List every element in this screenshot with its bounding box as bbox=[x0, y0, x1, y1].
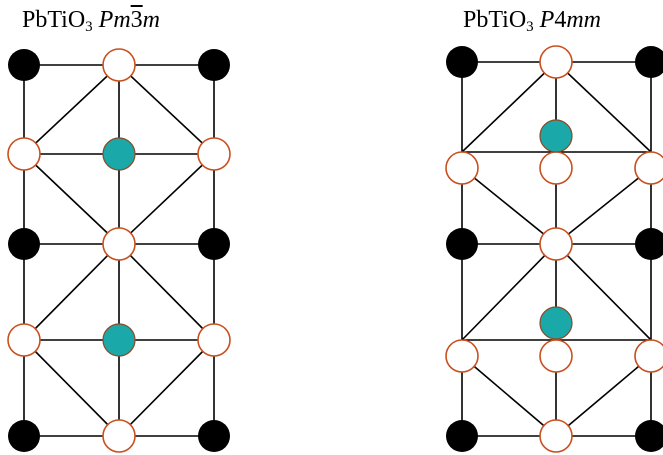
bond-line bbox=[461, 243, 557, 341]
pb-atom bbox=[635, 46, 663, 78]
o-atom bbox=[197, 323, 231, 357]
space-group-prefix: P bbox=[539, 7, 555, 33]
bond-line bbox=[555, 61, 652, 153]
tetragonal-structure-title: PbTiO3 P4mm bbox=[463, 2, 601, 38]
o-atom bbox=[539, 45, 573, 79]
bond-line bbox=[23, 153, 120, 245]
bond-line bbox=[23, 64, 120, 155]
ti-atom bbox=[539, 306, 573, 340]
pb-atom bbox=[8, 420, 40, 452]
space-group-overlined-digit: 3 bbox=[130, 7, 143, 33]
pb-atom bbox=[446, 228, 478, 260]
formula-text: PbTiO bbox=[22, 7, 86, 33]
o-atom bbox=[7, 137, 41, 171]
cubic-structure-title: PbTiO3 Pm3m bbox=[22, 2, 160, 38]
pb-atom bbox=[198, 49, 230, 81]
bond-line bbox=[118, 153, 215, 245]
o-atom bbox=[634, 151, 663, 185]
formula-text: PbTiO bbox=[463, 7, 527, 33]
cubic-structure-panel bbox=[7, 48, 231, 453]
bond-line bbox=[461, 61, 557, 153]
o-atom bbox=[197, 137, 231, 171]
pb-atom bbox=[198, 228, 230, 260]
bond-line bbox=[118, 64, 215, 155]
bond-line bbox=[555, 243, 652, 341]
bond-line bbox=[461, 355, 557, 437]
space-group-suffix: mm bbox=[566, 7, 602, 33]
bond-line bbox=[23, 339, 120, 437]
pb-atom bbox=[446, 46, 478, 78]
bond-line bbox=[461, 167, 557, 245]
tetragonal-structure-panel bbox=[445, 45, 663, 453]
bond-line bbox=[555, 167, 652, 245]
space-group-prefix: Pm bbox=[98, 7, 131, 33]
pb-atom bbox=[446, 420, 478, 452]
formula-subscript: 3 bbox=[85, 19, 93, 35]
bond-line bbox=[555, 355, 652, 437]
pb-atom bbox=[635, 228, 663, 260]
o-atom bbox=[102, 48, 136, 82]
pb-atom bbox=[8, 228, 40, 260]
o-atom bbox=[539, 151, 573, 185]
space-group-suffix: m bbox=[142, 7, 161, 33]
ti-atom bbox=[102, 137, 136, 171]
bond-line bbox=[118, 243, 215, 341]
o-atom bbox=[634, 339, 663, 373]
o-atom bbox=[102, 419, 136, 453]
ti-atom bbox=[102, 323, 136, 357]
space-group-number: 4 bbox=[554, 7, 567, 33]
bond-line bbox=[23, 243, 120, 341]
o-atom bbox=[539, 227, 573, 261]
pb-atom bbox=[8, 49, 40, 81]
o-atom bbox=[102, 227, 136, 261]
o-atom bbox=[445, 339, 479, 373]
o-atom bbox=[445, 151, 479, 185]
o-atom bbox=[539, 419, 573, 453]
bond-line bbox=[118, 339, 215, 437]
formula-subscript: 3 bbox=[526, 19, 534, 35]
pb-atom bbox=[198, 420, 230, 452]
o-atom bbox=[7, 323, 41, 357]
ti-atom bbox=[539, 119, 573, 153]
pb-atom bbox=[635, 420, 663, 452]
o-atom bbox=[539, 339, 573, 373]
